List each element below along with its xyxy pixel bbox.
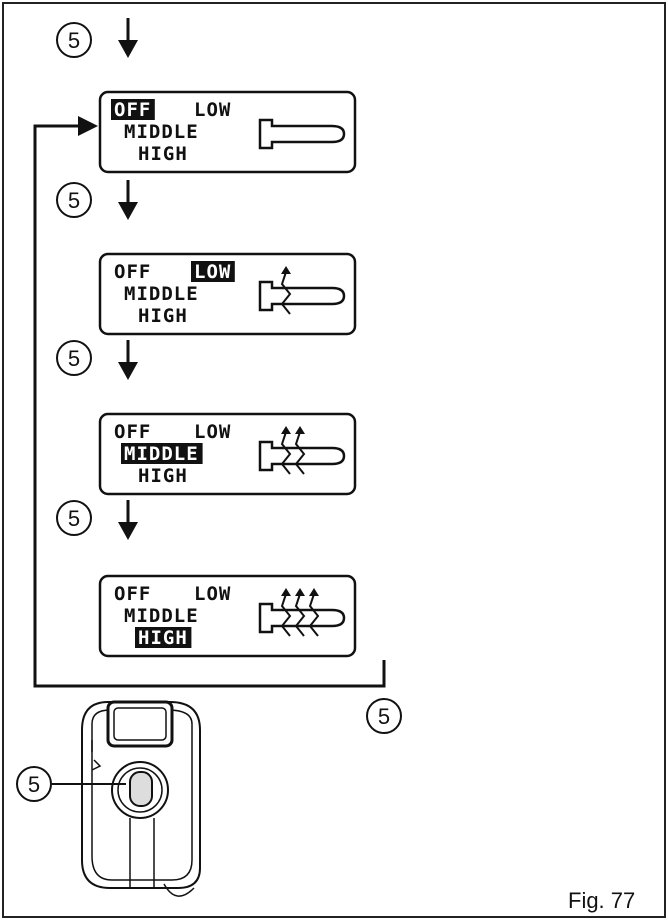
grip-icon bbox=[258, 280, 346, 312]
level-label-middle: MIDDLE bbox=[124, 605, 199, 627]
level-label-middle: MIDDLE bbox=[124, 121, 199, 143]
return-loop-line bbox=[33, 124, 386, 688]
callout-number: 5 bbox=[68, 188, 80, 213]
grip-icon bbox=[258, 118, 346, 150]
step-callout-6: 5 bbox=[16, 766, 52, 802]
step-callout-2: 5 bbox=[56, 180, 138, 220]
level-label-off: OFF bbox=[114, 99, 151, 121]
level-label-low: LOW bbox=[194, 99, 231, 121]
level-label-low: LOW bbox=[194, 421, 231, 443]
heat-arrow-icon bbox=[280, 266, 292, 315]
level-label-low: LOW bbox=[194, 261, 231, 283]
level-label-high: HIGH bbox=[138, 305, 188, 327]
callout-number: 5 bbox=[68, 346, 80, 371]
active-level-highlight bbox=[135, 627, 192, 648]
level-label-off: OFF bbox=[114, 583, 151, 605]
callout-number: 5 bbox=[378, 704, 390, 729]
step-callout-4: 5 bbox=[56, 500, 138, 540]
level-label-high: HIGH bbox=[138, 143, 188, 165]
handlebar-switch bbox=[81, 700, 201, 897]
active-level-highlight bbox=[191, 261, 235, 282]
step-callout-5: 5 bbox=[366, 698, 402, 734]
level-label-off: OFF bbox=[114, 261, 151, 283]
heat-arrow-icon bbox=[294, 588, 306, 637]
return-arrow-icon bbox=[78, 116, 98, 136]
heat-arrow-icon bbox=[308, 588, 320, 637]
level-label-middle: MIDDLE bbox=[124, 443, 199, 465]
level-label-low: LOW bbox=[194, 583, 231, 605]
level-label-off: OFF bbox=[114, 421, 151, 443]
level-label-middle: MIDDLE bbox=[124, 283, 199, 305]
heated-grip-button bbox=[129, 771, 153, 807]
heat-arrow-icon bbox=[294, 426, 306, 475]
figure-label: Fig. 77 bbox=[568, 888, 635, 913]
level-label-high: HIGH bbox=[138, 627, 188, 649]
switch-upper-button bbox=[106, 700, 174, 748]
heat-arrow-icon bbox=[280, 426, 292, 475]
level-label-high: HIGH bbox=[138, 465, 188, 487]
active-level-highlight bbox=[111, 99, 155, 120]
heat-arrow-icon bbox=[280, 588, 292, 637]
step-callout-1: 5 bbox=[56, 18, 138, 58]
callout-number: 5 bbox=[68, 28, 80, 53]
active-level-highlight bbox=[121, 443, 203, 464]
callout-number: 5 bbox=[68, 506, 80, 531]
callout-number: 5 bbox=[28, 772, 40, 797]
step-callout-3: 5 bbox=[56, 340, 138, 380]
